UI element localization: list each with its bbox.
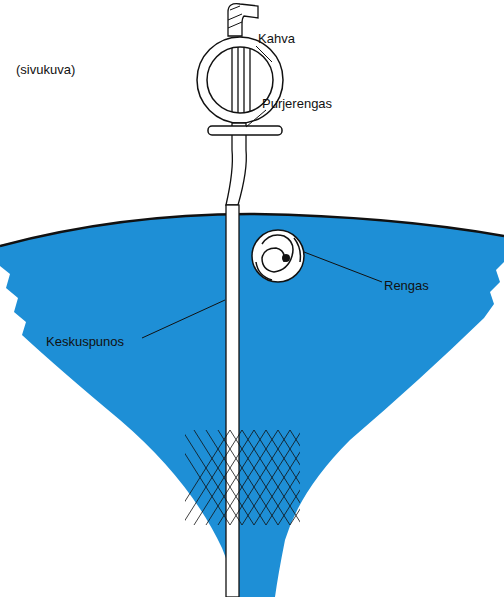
part-label: Keskuspunos [46,334,124,349]
hatch-stroke [242,430,302,525]
hatch-stroke [254,430,314,525]
hatch-stroke [242,430,302,525]
part-label: Purjerengas [262,96,332,111]
hatch-stroke [290,430,350,525]
hatch-stroke [206,430,266,525]
part-label: Rengas [384,278,429,293]
rope [228,4,258,36]
hatch-stroke [278,430,338,525]
hatch-stroke [182,430,242,525]
hatch-stroke [266,430,326,525]
sail-edge [0,214,504,246]
hatch-stroke [302,430,362,525]
sail-ring [208,126,282,135]
hatch-stroke [230,430,290,525]
hatch-stroke [218,430,278,525]
hatch-stroke [206,430,266,525]
hatch-stroke [302,430,362,525]
hatch-stroke [170,430,230,525]
hatch-stroke [194,430,254,525]
hatch-stroke [230,430,290,525]
central-braid [226,205,239,597]
rope-twist [228,6,242,28]
part-label: Kahva [258,31,295,46]
hatch-stroke [254,430,314,525]
knot-ring [252,230,304,282]
hatch-stroke [266,430,326,525]
braid-hatching [170,430,362,525]
leader-lines [142,46,382,338]
hatch-stroke [194,430,254,525]
hatch-stroke [290,430,350,525]
hatch-stroke [182,430,242,525]
view-note: (sivukuva) [16,62,75,77]
hatch-stroke [218,430,278,525]
handle-bars [232,47,250,113]
sail [0,214,504,597]
hatch-stroke [278,430,338,525]
hatch-stroke [170,430,230,525]
